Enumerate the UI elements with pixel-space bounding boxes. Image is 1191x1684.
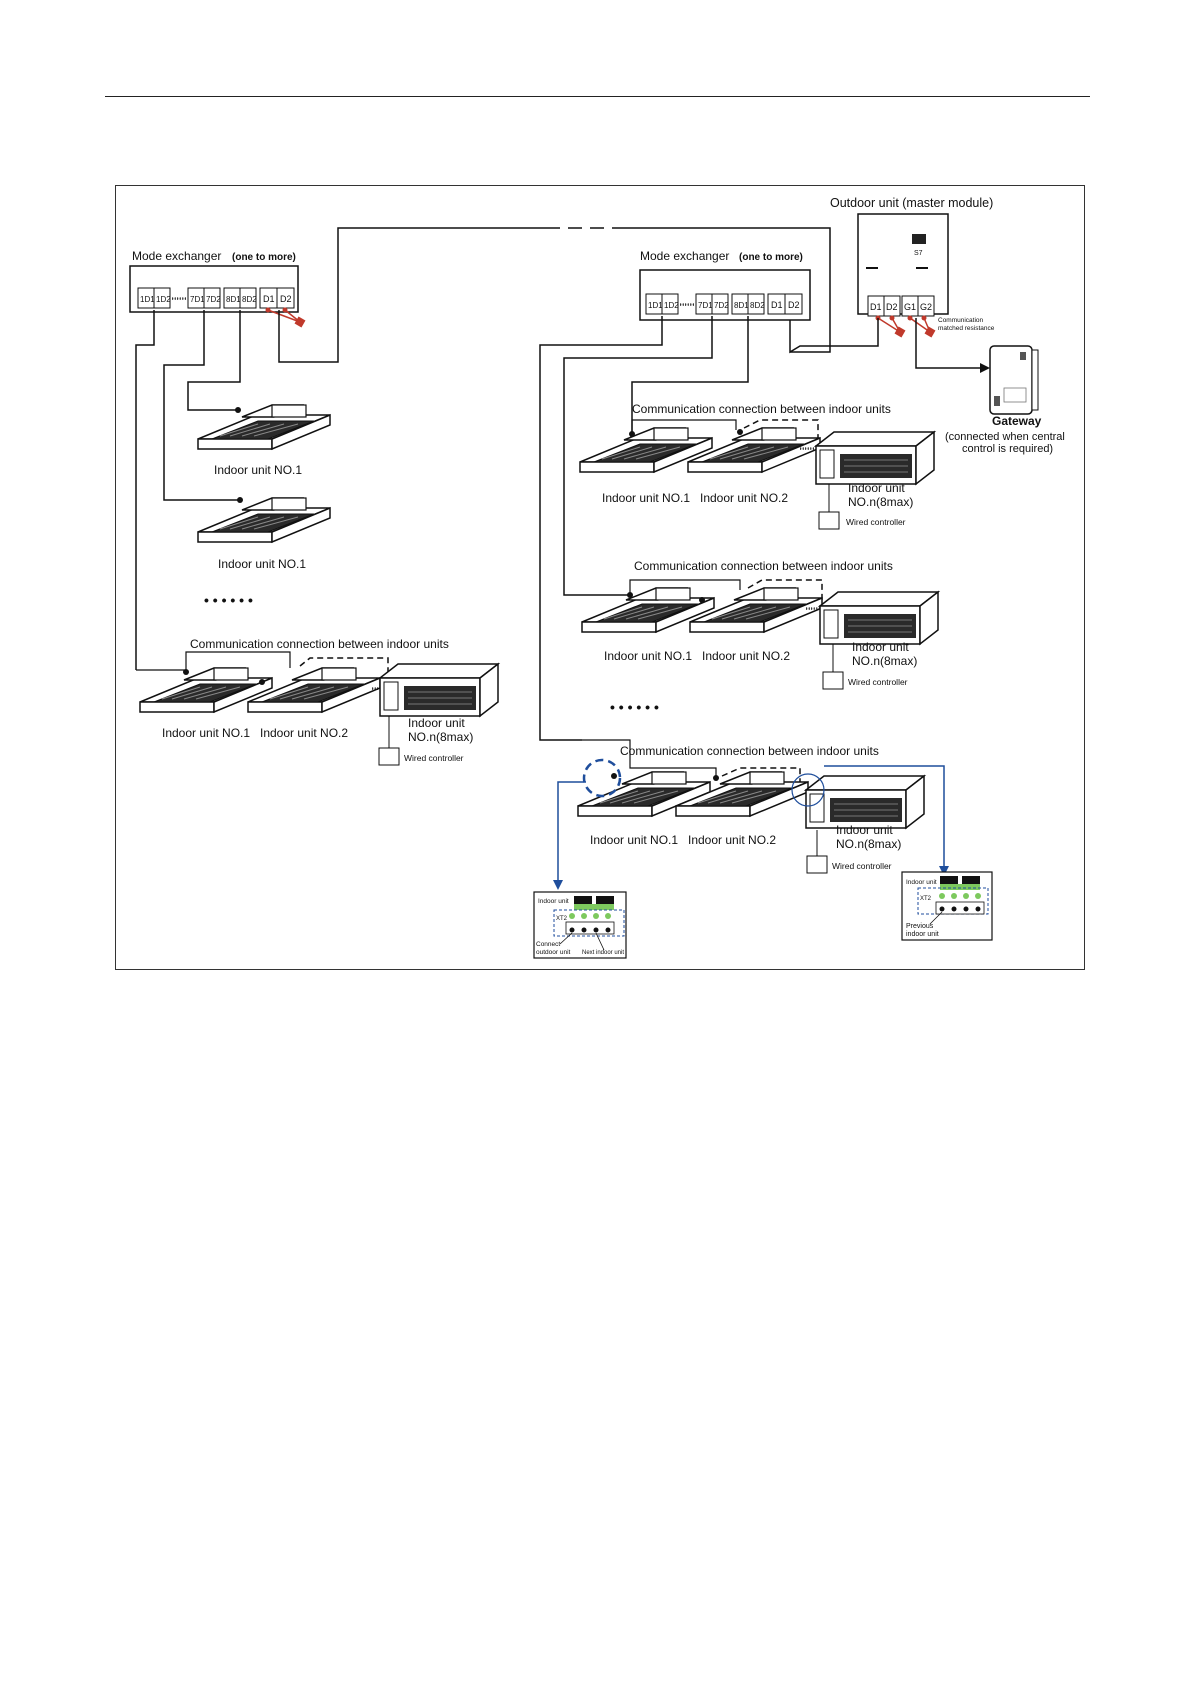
right-comm1-non-label2: NO.n(8max) [848, 495, 913, 509]
right-comm1-label: Communication connection between indoor … [632, 402, 891, 416]
resistance-note-line2: matched resistance [938, 325, 995, 332]
left-comm-dots: • • • • • • [372, 684, 386, 695]
right-comm2-no2-label: Indoor unit NO.2 [702, 649, 790, 663]
gateway-note-line2: control is required) [962, 443, 1053, 455]
gateway-device-icon [989, 345, 1039, 415]
terminal-detail-left: Indoor unit XT2 Connect outdoor unit Nex… [533, 891, 627, 959]
right-comm2-non-label1: Indoor unit [852, 640, 909, 654]
right-term-7d1: 7D1 [698, 301, 713, 310]
left-comm-label: Communication connection between indoor … [190, 637, 449, 651]
right-comm-group-2: Communication connection between indoor … [581, 559, 939, 690]
left-term-d2: D2 [280, 294, 292, 304]
right-comm3-label: Communication connection between indoor … [620, 744, 879, 758]
detail-left-label-0: Connect [536, 941, 560, 948]
right-term-d2: D2 [788, 300, 800, 310]
right-comm2-non-label2: NO.n(8max) [852, 654, 917, 668]
right-comm1-non-label1: Indoor unit [848, 481, 905, 495]
left-mode-exchanger: Mode exchanger (one to more) 1D1 1D2 • •… [129, 249, 306, 328]
left-indoor-unit-1a: Indoor unit NO.1 [197, 404, 331, 477]
outdoor-switch-label: S7 [914, 250, 923, 257]
detail-right-label-1: indoor unit [906, 931, 939, 938]
right-term-1d2: 1D2 [664, 301, 679, 310]
right-comm2-dots: • • • • • • [806, 604, 820, 615]
left-term-8d1: 8D1 [226, 295, 241, 304]
outdoor-term-d1: D1 [870, 302, 882, 312]
terminal-detail-right: Indoor unit XT2 Previous indoor unit [901, 871, 993, 941]
left-term-ellipsis: • • • • • • [172, 294, 186, 305]
right-term-1d1: 1D1 [648, 301, 663, 310]
outdoor-unit-title: Outdoor unit (master module) [830, 196, 993, 210]
right-comm2-label: Communication connection between indoor … [634, 559, 893, 573]
left-wired-controller-label: Wired controller [404, 753, 464, 763]
left-comm-non-label2: NO.n(8max) [408, 730, 473, 744]
right-comm1-wired-label: Wired controller [846, 517, 906, 527]
outdoor-term-d2: D2 [886, 302, 898, 312]
right-comm1-no1-label: Indoor unit NO.1 [602, 491, 690, 505]
left-term-7d2: 7D2 [206, 295, 221, 304]
gateway-title: Gateway [992, 414, 1042, 428]
left-term-d1: D1 [263, 294, 275, 304]
left-indoor-1a-label: Indoor unit NO.1 [214, 463, 302, 477]
left-indoor-unit-1b: Indoor unit NO.1 [197, 497, 331, 571]
right-comm-group-1: Communication connection between indoor … [579, 402, 935, 530]
left-indoor-1b-label: Indoor unit NO.1 [218, 557, 306, 571]
right-term-d1: D1 [771, 300, 783, 310]
left-comm-no2-label: Indoor unit NO.2 [260, 726, 348, 740]
detail-right-xt: XT2 [920, 896, 932, 902]
left-term-1d1: 1D1 [140, 295, 155, 304]
right-comm1-no2-label: Indoor unit NO.2 [700, 491, 788, 505]
outdoor-term-g2: G2 [920, 302, 932, 312]
left-mode-exchanger-qualifier: (one to more) [232, 252, 296, 263]
right-mode-exchanger: Mode exchanger (one to more) 1D1 1D2 • •… [639, 249, 811, 321]
right-term-7d2: 7D2 [714, 301, 729, 310]
right-comm3-no2-label: Indoor unit NO.2 [688, 833, 776, 847]
right-mode-exchanger-title: Mode exchanger [640, 249, 729, 263]
detail-right-title: Indoor unit [906, 879, 937, 886]
detail-left-xt: XT2 [556, 916, 568, 922]
right-mode-exchanger-qualifier: (one to more) [739, 252, 803, 263]
left-term-8d2: 8D2 [242, 295, 257, 304]
left-comm-no1-label: Indoor unit NO.1 [162, 726, 250, 740]
right-ellipsis: • • • • • • [610, 699, 659, 715]
right-term-ellipsis: • • • • • • [680, 300, 694, 311]
left-comm-group: Communication connection between indoor … [136, 637, 499, 766]
right-comm3-wired-label: Wired controller [832, 861, 892, 871]
gateway-note-line1: (connected when central [945, 431, 1065, 443]
outdoor-unit: Outdoor unit (master module) S7 D1 D2 G1… [830, 196, 995, 338]
right-comm2-wired-label: Wired controller [848, 677, 908, 687]
outdoor-term-g1: G1 [904, 302, 916, 312]
left-term-1d2: 1D2 [156, 295, 171, 304]
left-comm-non-label1: Indoor unit [408, 716, 465, 730]
right-comm-group-3: Communication connection between indoor … [553, 739, 949, 890]
left-term-7d1: 7D1 [190, 295, 205, 304]
header-rule [105, 96, 1090, 97]
right-comm3-non-label1: Indoor unit [836, 823, 893, 837]
right-term-8d2: 8D2 [750, 301, 765, 310]
resistance-note-line1: Communication [938, 317, 984, 324]
right-comm3-non-label2: NO.n(8max) [836, 837, 901, 851]
right-term-8d1: 8D1 [734, 301, 749, 310]
detail-right-label-0: Previous [906, 923, 934, 930]
detail-left-title: Indoor unit [538, 898, 569, 905]
right-comm3-no1-label: Indoor unit NO.1 [590, 833, 678, 847]
left-mode-exchanger-title: Mode exchanger [132, 249, 221, 263]
detail-left-label-1: outdoor unit [536, 949, 571, 956]
right-comm2-no1-label: Indoor unit NO.1 [604, 649, 692, 663]
gateway: Gateway (connected when central control … [945, 345, 1065, 455]
diagram-frame [115, 185, 1085, 970]
left-ellipsis: • • • • • • [204, 592, 253, 608]
detail-left-label-2: Next indoor unit [582, 950, 624, 956]
right-comm1-dots: • • • • • • [800, 444, 814, 455]
